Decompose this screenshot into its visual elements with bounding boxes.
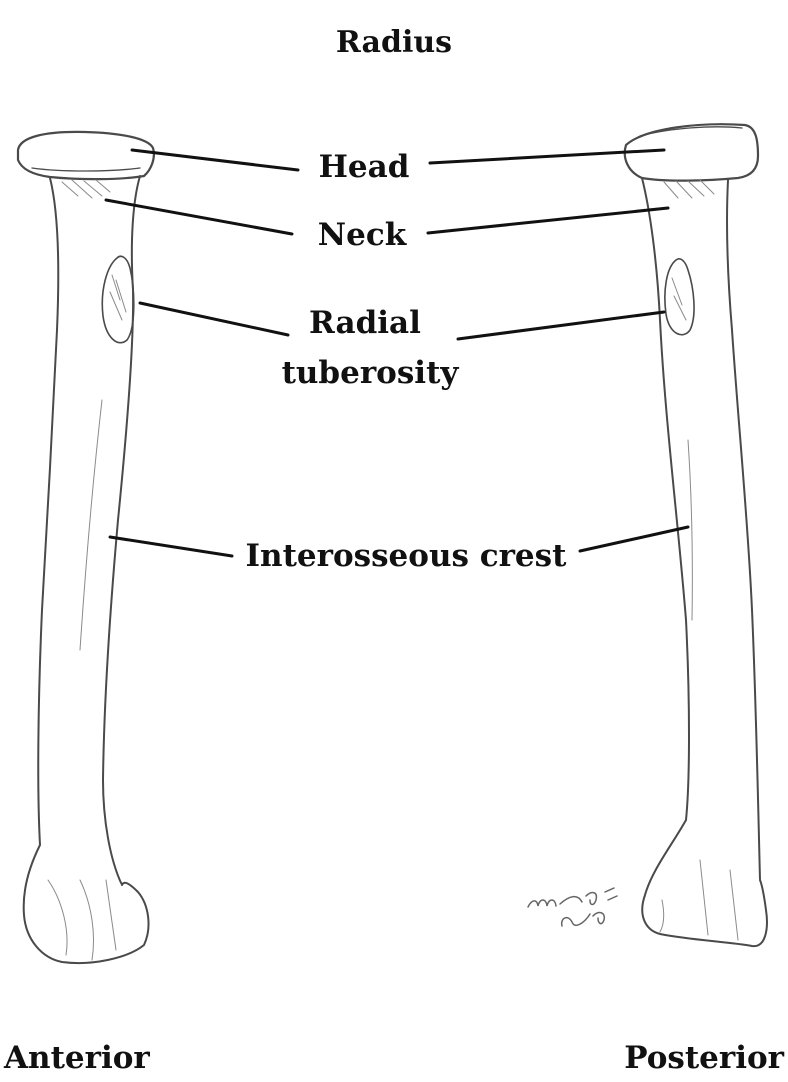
label-neck: Neck bbox=[317, 217, 407, 253]
leader-head-right bbox=[428, 148, 666, 165]
posterior-radius-bone bbox=[623, 123, 768, 948]
leader-neck-left bbox=[104, 198, 294, 236]
anterior-radius-bone bbox=[16, 130, 155, 965]
label-posterior-view: Posterior bbox=[624, 1040, 784, 1076]
label-radial-tuberosity-line1: Radial bbox=[309, 305, 421, 341]
label-interosseous-crest: Interosseous crest bbox=[245, 538, 567, 574]
label-radial-tuberosity-line2: tuberosity bbox=[281, 355, 459, 391]
leader-tuberosity-right bbox=[456, 310, 666, 341]
leader-crest-right bbox=[578, 525, 690, 553]
artist-signature bbox=[527, 887, 618, 927]
diagram-title: Radius bbox=[335, 25, 453, 60]
label-head: Head bbox=[318, 149, 410, 185]
anterior-radial-tuberosity bbox=[101, 255, 135, 344]
label-anterior-view: Anterior bbox=[4, 1040, 150, 1076]
leader-crest-left bbox=[108, 535, 234, 558]
leader-lines bbox=[104, 148, 690, 558]
posterior-radial-tuberosity bbox=[664, 258, 695, 336]
anterior-head bbox=[16, 130, 155, 181]
leader-neck-right bbox=[426, 206, 670, 235]
leader-head-left bbox=[130, 148, 300, 172]
leader-tuberosity-left bbox=[138, 301, 290, 337]
